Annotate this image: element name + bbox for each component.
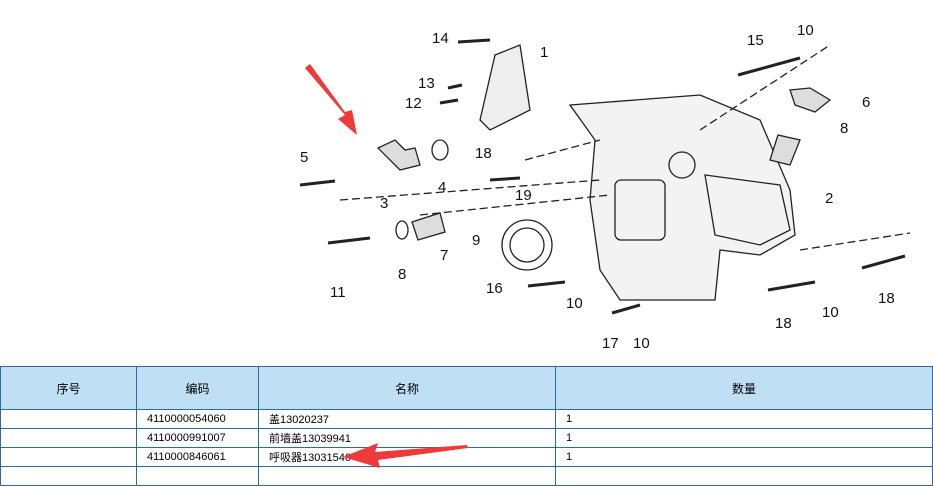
part-label: 9 (472, 232, 480, 249)
part-label: 10 (633, 335, 650, 352)
table-row: 4110000846061 呼吸器13031546 1 (0, 447, 933, 467)
part-label: 14 (432, 30, 449, 47)
part-label: 16 (486, 280, 503, 297)
table-row: 4110000054060 盖13020237 1 (0, 409, 933, 429)
table-row: 4110000991007 前墙盖13039941 1 (0, 428, 933, 448)
part-label: 10 (566, 295, 583, 312)
part-label: 18 (775, 315, 792, 332)
part-label: 4 (438, 179, 446, 196)
cell-name: 盖13020237 (258, 409, 556, 429)
cell-no (0, 409, 137, 429)
part-label: 8 (398, 266, 406, 283)
cell-no (0, 428, 137, 448)
part-label: 11 (330, 284, 346, 301)
part-label: 6 (862, 94, 870, 111)
header-code: 编码 (136, 366, 259, 410)
part-label: 1 (540, 44, 548, 61)
table-header: 序号 编码 名称 数量 (0, 366, 933, 410)
part-label: 7 (440, 247, 448, 264)
header-name: 名称 (258, 366, 556, 410)
header-qty: 数量 (555, 366, 933, 410)
cell-qty: 1 (555, 409, 933, 429)
part-label: 2 (825, 190, 833, 207)
cell-code: 4110000991007 (136, 428, 259, 448)
cell-qty: 1 (555, 428, 933, 448)
cell-code: 4110000054060 (136, 409, 259, 429)
parts-table: 序号 编码 名称 数量 4110000054060 盖13020237 1 41… (0, 366, 933, 486)
exploded-parts-diagram: 1 2 3 4 5 6 7 8 8 9 10 10 10 10 11 12 13… (299, 22, 911, 352)
header-no: 序号 (0, 366, 137, 410)
cell-name: 呼吸器13031546 (258, 447, 556, 467)
part-label: 3 (380, 195, 388, 212)
part-label: 10 (797, 22, 814, 39)
part-label: 10 (822, 304, 839, 321)
cell-code: 4110000846061 (136, 447, 259, 467)
cell-no (0, 447, 137, 467)
part-label: 13 (418, 75, 435, 92)
part-label: 5 (300, 149, 308, 166)
part-label: 18 (878, 290, 895, 307)
part-label: 17 (602, 335, 619, 352)
part-label: 15 (747, 32, 764, 49)
part-label: 19 (515, 187, 532, 204)
cell-name: 前墙盖13039941 (258, 428, 556, 448)
cell-qty: 1 (555, 447, 933, 467)
part-label: 18 (475, 145, 492, 162)
table-row-cut-off (0, 466, 933, 486)
part-label: 12 (405, 95, 422, 112)
part-label: 8 (840, 120, 848, 137)
